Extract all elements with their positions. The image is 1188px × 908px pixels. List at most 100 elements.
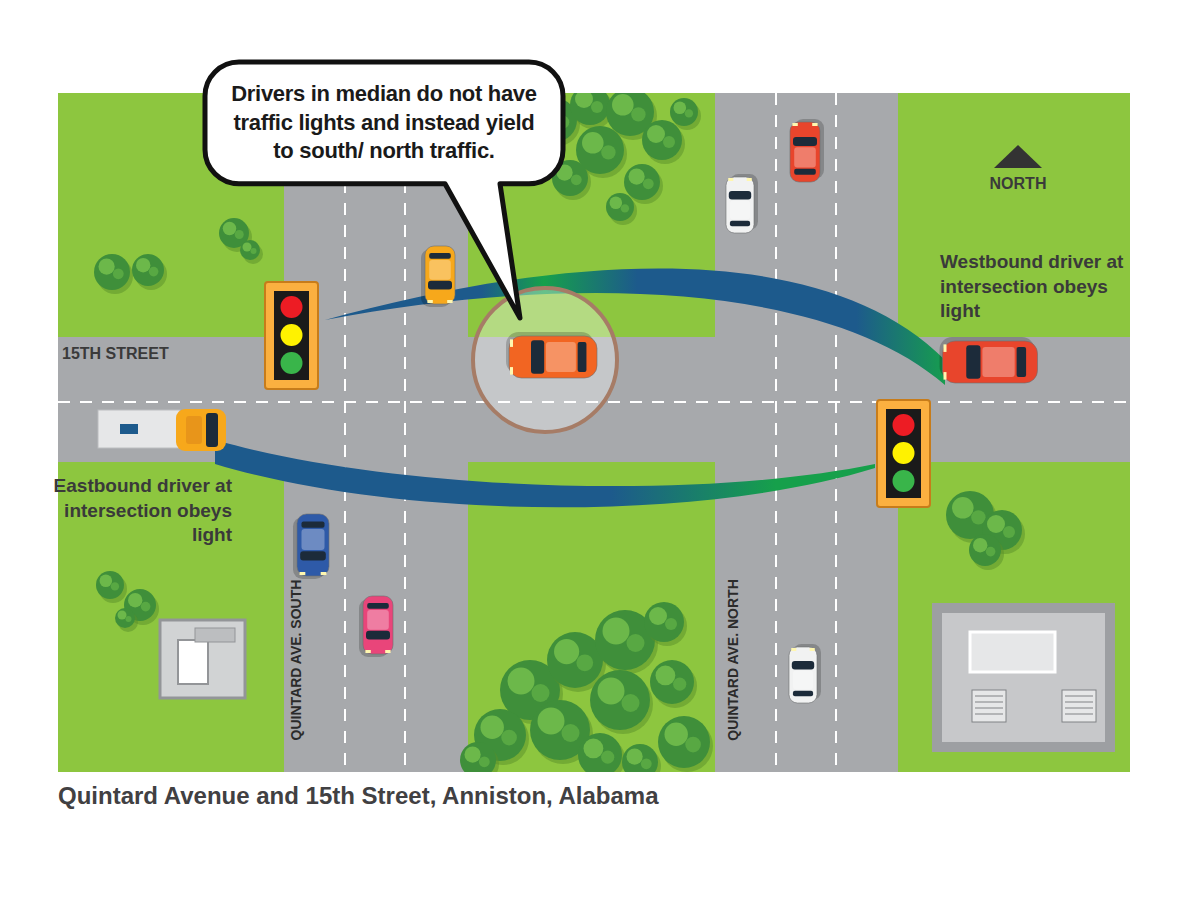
car <box>730 201 750 220</box>
tree <box>670 98 698 126</box>
tree <box>644 602 687 646</box>
car <box>810 648 815 651</box>
truck <box>98 409 226 451</box>
car <box>428 281 452 290</box>
car <box>367 610 389 630</box>
car <box>794 147 816 167</box>
tree <box>952 497 974 519</box>
tree <box>665 618 677 630</box>
car <box>793 137 817 146</box>
car <box>944 344 947 352</box>
tree <box>149 267 159 277</box>
traffic-light <box>265 282 318 389</box>
tree <box>508 668 535 695</box>
tree <box>100 575 113 588</box>
vent-lines <box>1065 702 1093 703</box>
car <box>506 332 597 378</box>
street-name: QUINTARD AVE. NORTH <box>724 579 742 741</box>
tree <box>126 616 132 622</box>
tree-group <box>94 93 1025 772</box>
median-highlight <box>473 288 617 432</box>
car <box>300 572 306 575</box>
tree <box>479 756 490 767</box>
car <box>1017 347 1027 377</box>
car <box>730 221 750 227</box>
tree <box>601 145 615 159</box>
car <box>359 596 393 657</box>
car <box>425 246 455 304</box>
tree <box>665 723 688 746</box>
sightline-arc <box>215 269 945 508</box>
tree <box>622 744 661 772</box>
tree <box>94 254 133 294</box>
tree <box>128 593 142 607</box>
vent-lines <box>1065 696 1093 697</box>
building <box>942 613 1105 742</box>
car <box>301 529 324 550</box>
tree <box>973 538 987 552</box>
tree <box>113 268 124 279</box>
speech-bubble: Drivers in median do not have traffic li… <box>205 62 563 184</box>
traffic-light <box>281 324 303 346</box>
car <box>792 123 797 126</box>
tree <box>124 589 156 621</box>
tree <box>132 254 164 286</box>
traffic-light <box>274 291 309 380</box>
tree <box>627 749 643 765</box>
bubble-outline <box>205 62 563 318</box>
truck <box>176 409 226 451</box>
tree <box>612 94 634 116</box>
tree <box>115 608 138 632</box>
tree <box>538 708 565 735</box>
street-name: QUINTARD AVE. SOUTH <box>287 580 305 741</box>
tree <box>578 733 622 772</box>
car <box>578 342 587 372</box>
car <box>531 340 544 374</box>
tree <box>590 670 650 730</box>
car <box>363 596 393 654</box>
figure-caption: Quintard Avenue and 15th Street, Annisto… <box>58 782 659 810</box>
tree <box>685 109 693 117</box>
car <box>793 671 813 690</box>
car <box>966 345 980 379</box>
car <box>726 177 754 233</box>
car <box>366 631 390 640</box>
tree <box>118 611 127 620</box>
lane-markings <box>344 93 346 772</box>
tree <box>99 259 115 275</box>
car <box>447 300 452 303</box>
car <box>812 123 817 126</box>
car <box>509 336 597 378</box>
tree <box>582 132 604 154</box>
car <box>792 661 814 669</box>
tree <box>584 739 604 759</box>
traffic-light <box>877 400 930 507</box>
vent-lines <box>975 714 1003 715</box>
tree <box>591 101 603 113</box>
car <box>300 551 326 560</box>
building <box>972 690 1006 722</box>
tree <box>969 534 1001 566</box>
tree <box>547 632 603 688</box>
tree <box>641 758 652 769</box>
car <box>385 650 390 653</box>
compass-label: NORTH <box>975 174 1061 195</box>
tree <box>631 107 645 121</box>
tree <box>656 666 676 686</box>
car <box>510 367 513 375</box>
tree <box>590 670 653 734</box>
vent-lines <box>975 702 1003 703</box>
tree <box>624 164 660 200</box>
truck <box>186 416 202 444</box>
car <box>546 342 576 372</box>
tree <box>643 178 654 189</box>
truck <box>98 410 180 448</box>
car <box>940 337 1038 383</box>
car-group <box>293 119 1038 703</box>
tree <box>670 98 701 130</box>
building <box>932 603 1115 752</box>
vent-lines <box>1065 714 1093 715</box>
car <box>943 341 1038 383</box>
